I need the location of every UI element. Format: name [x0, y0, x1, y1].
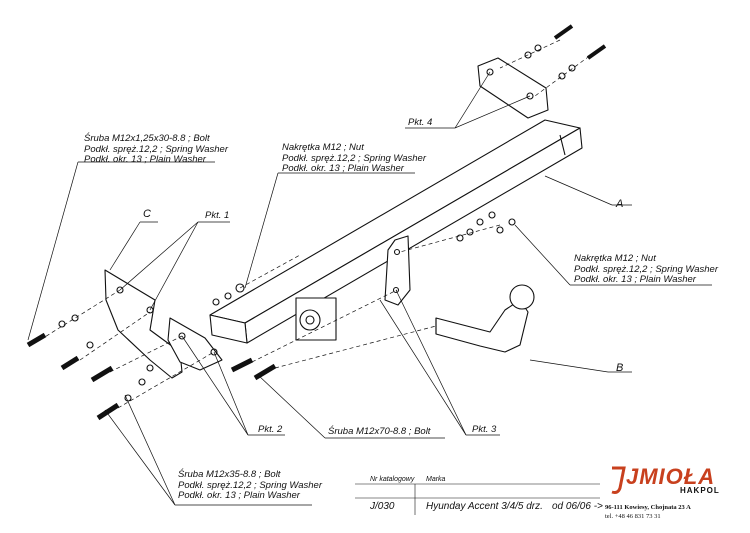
center-bracket [384, 235, 411, 306]
callout-line: Podkł. spręż.12,2 ; Spring Washer [84, 143, 228, 155]
brand-name: JMIOŁA [626, 464, 716, 489]
callout-line: Podkł. spręż.12,2 ; Spring Washer [282, 152, 426, 164]
pkt-2-label: Pkt. 2 [258, 424, 283, 435]
pkt-1-label: Pkt. 1 [205, 210, 230, 221]
left-bracket-pkt2 [167, 317, 223, 371]
brand-phone: tel. +48 46 831 73 31 [605, 513, 661, 520]
letter-b: B [616, 362, 624, 374]
callout-line: Podkł. okr. 13 ; Plain Washer [574, 274, 696, 285]
pkt-4-label: Pkt. 4 [408, 117, 433, 128]
callout-line: Nakrętka M12 ; Nut [282, 142, 364, 153]
callout-line: Podkł. spręż.12,2 ; Spring Washer [574, 263, 718, 275]
right-bracket [477, 57, 549, 119]
hook-logo-icon [611, 466, 626, 494]
letter-c: C [143, 208, 151, 220]
callout-bolt-top: Śruba M12x1,25x30-8.8 ; Bolt Podkł. sprę… [84, 133, 228, 166]
callout-nut-right: Nakrętka M12 ; Nut Podkł. spręż.12,2 ; S… [574, 253, 718, 286]
assembly-lines [39, 39, 596, 409]
callout-line: Podkł. okr. 13 ; Plain Washer [84, 154, 206, 165]
catalog-number: J/030 [370, 501, 395, 512]
callout-nut-mid: Nakrętka M12 ; Nut Podkł. spręż.12,2 ; S… [282, 142, 426, 175]
callout-line: Nakrętka M12 ; Nut [574, 253, 656, 264]
crossbar [209, 119, 583, 344]
production-from: od 06/06 -> [552, 501, 603, 512]
tow-ball-arm [435, 284, 535, 353]
leader-lines [27, 71, 712, 506]
callout-line: Podkł. okr. 13 ; Plain Washer [282, 163, 404, 174]
washers-nuts [58, 44, 576, 402]
catalog-label: Nr katalogowy [370, 476, 415, 483]
socket-plate [295, 297, 337, 341]
callout-line: Podkł. okr. 13 ; Plain Washer [178, 490, 300, 501]
letter-a: A [616, 198, 624, 210]
callout-bolt-bottom: Śruba M12x35-8.8 ; Bolt Podkł. spręż.12,… [178, 469, 322, 502]
bolts [26, 24, 607, 421]
callout-bolt-m12x70: Śruba M12x70-8.8 ; Bolt [328, 426, 431, 437]
brand-logo: JMIOŁA HAKPOL [608, 464, 744, 498]
brand-address: 96-111 Kowiesy, Chojnata 23 A [605, 504, 691, 511]
pkt-3-label: Pkt. 3 [472, 424, 497, 435]
left-bracket-c [104, 269, 183, 379]
brand-sub: HAKPOL [680, 486, 720, 495]
make-label: Marka [426, 476, 446, 483]
callout-line: Podkł. spręż.12,2 ; Spring Washer [178, 479, 322, 491]
title-block-lines [355, 483, 600, 515]
callout-line: Śruba M12x35-8.8 ; Bolt [178, 469, 281, 480]
callout-line: Śruba M12x1,25x30-8.8 ; Bolt [84, 133, 210, 144]
vehicle-model: Hyunday Accent 3/4/5 drz. [426, 501, 543, 512]
